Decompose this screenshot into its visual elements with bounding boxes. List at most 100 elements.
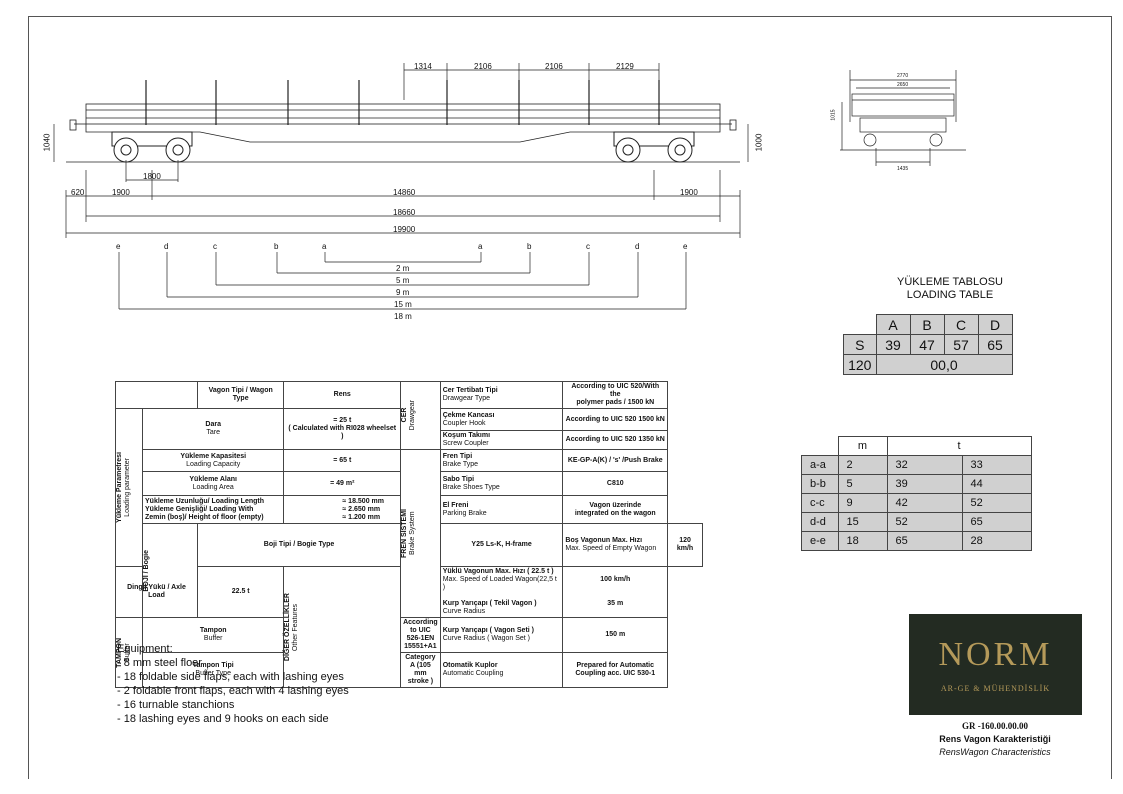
wagon-side-view xyxy=(53,63,749,310)
col-c: C xyxy=(943,314,979,335)
end-height: 1015 xyxy=(830,109,837,121)
spec-header-type: Vagon Tipi / Wagon Type xyxy=(196,381,285,409)
dim-top-2: 2106 xyxy=(474,62,492,71)
col-t: t xyxy=(886,436,1032,456)
end-width-mid: 2650 xyxy=(897,82,909,88)
t1-value: 52 xyxy=(886,512,963,532)
drawing-title-en: RensWagon Characteristics xyxy=(939,747,1051,757)
spec-value: = 65 t xyxy=(283,449,402,472)
loading-table: A B C D S 39 47 57 65 120 00,0 xyxy=(843,314,1013,375)
section-b-left: b xyxy=(274,242,279,251)
span-18m: 18 m xyxy=(394,312,412,321)
spec-value: Category A (105 mm stroke ) xyxy=(400,652,441,688)
span-9m: 9 m xyxy=(396,288,410,297)
row-label: b-b xyxy=(801,474,839,494)
spec-right-value: KE-GP-A(K) / 's' /Push Brake xyxy=(562,449,669,472)
m-value: 15 xyxy=(837,512,888,532)
equipment-item: - 18 lashing eyes and 9 hooks on each si… xyxy=(117,713,329,725)
section-d-right: d xyxy=(635,242,640,251)
spec-right-value: C810 xyxy=(562,471,669,496)
t2-value: 52 xyxy=(961,493,1032,513)
spec-value: = 25 t( Calculated with RI028 wheelset ) xyxy=(283,408,402,450)
dim-bogie-spacing: 1800 xyxy=(143,172,161,181)
row-label: e-e xyxy=(801,531,839,551)
dim-top-3: 2106 xyxy=(545,62,563,71)
col-m: m xyxy=(837,436,888,456)
drawing-code: GR -160.00.00.00 xyxy=(962,721,1028,731)
t1-value: 32 xyxy=(886,455,963,475)
dim-top-4: 2129 xyxy=(616,62,634,71)
spec-right-value: According to UIC 520 1350 kN xyxy=(562,430,669,450)
section-a-left: a xyxy=(322,242,327,251)
section-a-right: a xyxy=(478,242,483,251)
dim-19900: 19900 xyxy=(393,225,416,234)
group-bogie: BOJİ / Bogie xyxy=(143,549,150,592)
spec-header-value: Rens xyxy=(283,381,402,409)
title-block: GR -160.00.00.00 Rens Vagon Karakteristi… xyxy=(900,720,1090,759)
t2-value: 33 xyxy=(961,455,1032,475)
row-s: S xyxy=(843,334,877,355)
equipment-title: Equipment: xyxy=(117,643,173,655)
dim-18660: 18660 xyxy=(393,208,416,217)
spec-value: 22.5 t xyxy=(196,566,285,618)
spec-label: Boji Tipi / Bogie Type xyxy=(196,523,402,567)
equipment-item: - 18 foldable side flaps, each with lash… xyxy=(117,671,344,683)
span-2m: 2 m xyxy=(396,264,410,273)
spec-value: ≈ 18.500 mm≈ 2.650 mm≈ 1.200 mm xyxy=(283,495,402,524)
section-c-left: c xyxy=(213,242,217,251)
company-logo: NORM AR-GE & MÜHENDİSLİK xyxy=(909,614,1082,715)
equipment-item: - 2 foldable front flaps, each with 4 la… xyxy=(117,685,349,697)
drawing-title-tr: Rens Vagon Karakteristiği xyxy=(939,734,1051,744)
val-c: 57 xyxy=(943,334,979,355)
span-15m: 15 m xyxy=(394,300,412,309)
m-value: 2 xyxy=(837,455,888,475)
spec-right-label: Kurp Yarıçapı ( Vagon Seti )Curve Radius… xyxy=(439,617,564,653)
spec-label: Dingil Yükü / Axle Load xyxy=(115,566,198,618)
col-d: D xyxy=(977,314,1013,335)
section-e-right: e xyxy=(683,242,688,251)
t1-value: 42 xyxy=(886,493,963,513)
drawing-frame xyxy=(28,16,1112,779)
equipment-item: - 8 mm steel floor xyxy=(117,657,202,669)
span-5m: 5 m xyxy=(396,276,410,285)
dim-height-left: 1040 xyxy=(42,133,52,152)
t1-value: 39 xyxy=(886,474,963,494)
spec-value: = 49 m² xyxy=(283,471,402,496)
equipment-list: Equipment: - 8 mm steel floor - 18 folda… xyxy=(117,642,349,726)
dim-height-right: 1000 xyxy=(754,133,764,152)
t2-value: 44 xyxy=(961,474,1032,494)
section-c-right: c xyxy=(586,242,590,251)
logo-subtitle: AR-GE & MÜHENDİSLİK xyxy=(940,684,1051,693)
section-b-right: b xyxy=(527,242,532,251)
moment-table: m t a-a 2 32 33 b-b 5 39 44 c-c 9 42 52 … xyxy=(801,436,1032,551)
spec-right-label: Yüklü Vagonun Max. Hızı ( 22.5 t )Max. S… xyxy=(439,566,564,618)
dim-overhang: 620 xyxy=(71,188,85,197)
row-label: d-d xyxy=(801,512,839,532)
section-d-left: d xyxy=(164,242,169,251)
val-b: 47 xyxy=(909,334,945,355)
val-a: 39 xyxy=(875,334,911,355)
dim-right-1900: 1900 xyxy=(680,188,698,197)
col-b: B xyxy=(909,314,945,335)
loading-table-title: YÜKLEME TABLOSU LOADING TABLE xyxy=(897,276,1003,301)
m-value: 5 xyxy=(837,474,888,494)
row-label: c-c xyxy=(801,493,839,513)
row-label: a-a xyxy=(801,455,839,475)
t2-value: 28 xyxy=(961,531,1032,551)
